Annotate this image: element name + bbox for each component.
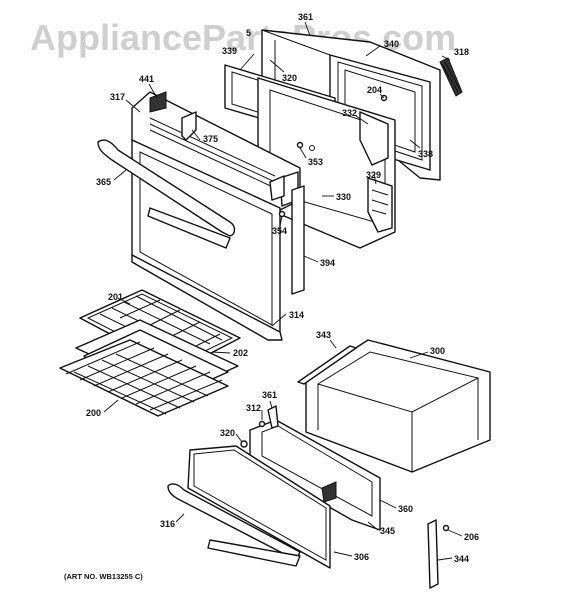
drawer-handle (167, 483, 301, 567)
callout-375: 375 (203, 134, 218, 144)
bolt-312 (258, 420, 266, 428)
door-side-rail-394 (291, 185, 305, 295)
door-hinge-329 (367, 177, 393, 233)
leader-lines (103, 21, 463, 561)
screw-353 (296, 141, 304, 149)
callout-332: 332 (342, 108, 357, 118)
bolt-361 (267, 405, 279, 429)
callout-394: 394 (320, 258, 335, 268)
callout-316: 316 (160, 519, 175, 529)
screw-320 (240, 440, 248, 448)
callout-365: 365 (96, 177, 111, 187)
door-bottom-trim-314 (131, 254, 283, 341)
callout-361-bottom: 361 (262, 390, 277, 400)
callout-labels: 361 5 339 320 340 318 441 317 204 375 33… (86, 12, 479, 564)
drawer-rail-344 (427, 519, 439, 589)
callout-314: 314 (289, 310, 304, 320)
callout-206: 206 (464, 532, 479, 542)
drawer-front-panel (187, 445, 331, 569)
callout-202: 202 (233, 348, 248, 358)
callout-345: 345 (380, 526, 395, 536)
bracket-375 (181, 111, 285, 201)
storage-drawer-body (305, 339, 491, 473)
screw-206 (442, 524, 450, 532)
drawer-slide-343 (297, 345, 357, 385)
callout-344: 344 (454, 554, 469, 564)
callout-306: 306 (354, 552, 369, 562)
callout-354: 354 (272, 226, 287, 236)
callout-340: 340 (384, 39, 399, 49)
callout-204: 204 (367, 85, 382, 95)
callout-338: 338 (418, 149, 433, 159)
callout-330: 330 (336, 192, 351, 202)
oven-door-handle (97, 139, 236, 249)
callout-343: 343 (316, 330, 331, 340)
door-gasket-318 (439, 57, 463, 97)
callout-200: 200 (86, 408, 101, 418)
callout-300: 300 (430, 346, 445, 356)
callout-320-bottom: 320 (220, 428, 235, 438)
callout-360: 360 (398, 504, 413, 514)
callout-441: 441 (139, 74, 154, 84)
drawer-inner-front (249, 419, 381, 531)
callout-320-top: 320 (282, 73, 297, 83)
callout-339: 339 (222, 46, 237, 56)
callout-318: 318 (454, 47, 469, 57)
callout-317: 317 (110, 92, 125, 102)
callout-361-top: 361 (298, 12, 313, 22)
callout-353: 353 (308, 157, 323, 167)
oven-rack (59, 339, 229, 417)
callout-329: 329 (366, 170, 381, 180)
callout-312: 312 (246, 403, 261, 413)
callout-201: 201 (108, 292, 123, 302)
screw-354 (278, 210, 286, 218)
callout-5: 5 (246, 28, 251, 38)
art-number: (ART NO. WB13255 C) (64, 572, 143, 581)
